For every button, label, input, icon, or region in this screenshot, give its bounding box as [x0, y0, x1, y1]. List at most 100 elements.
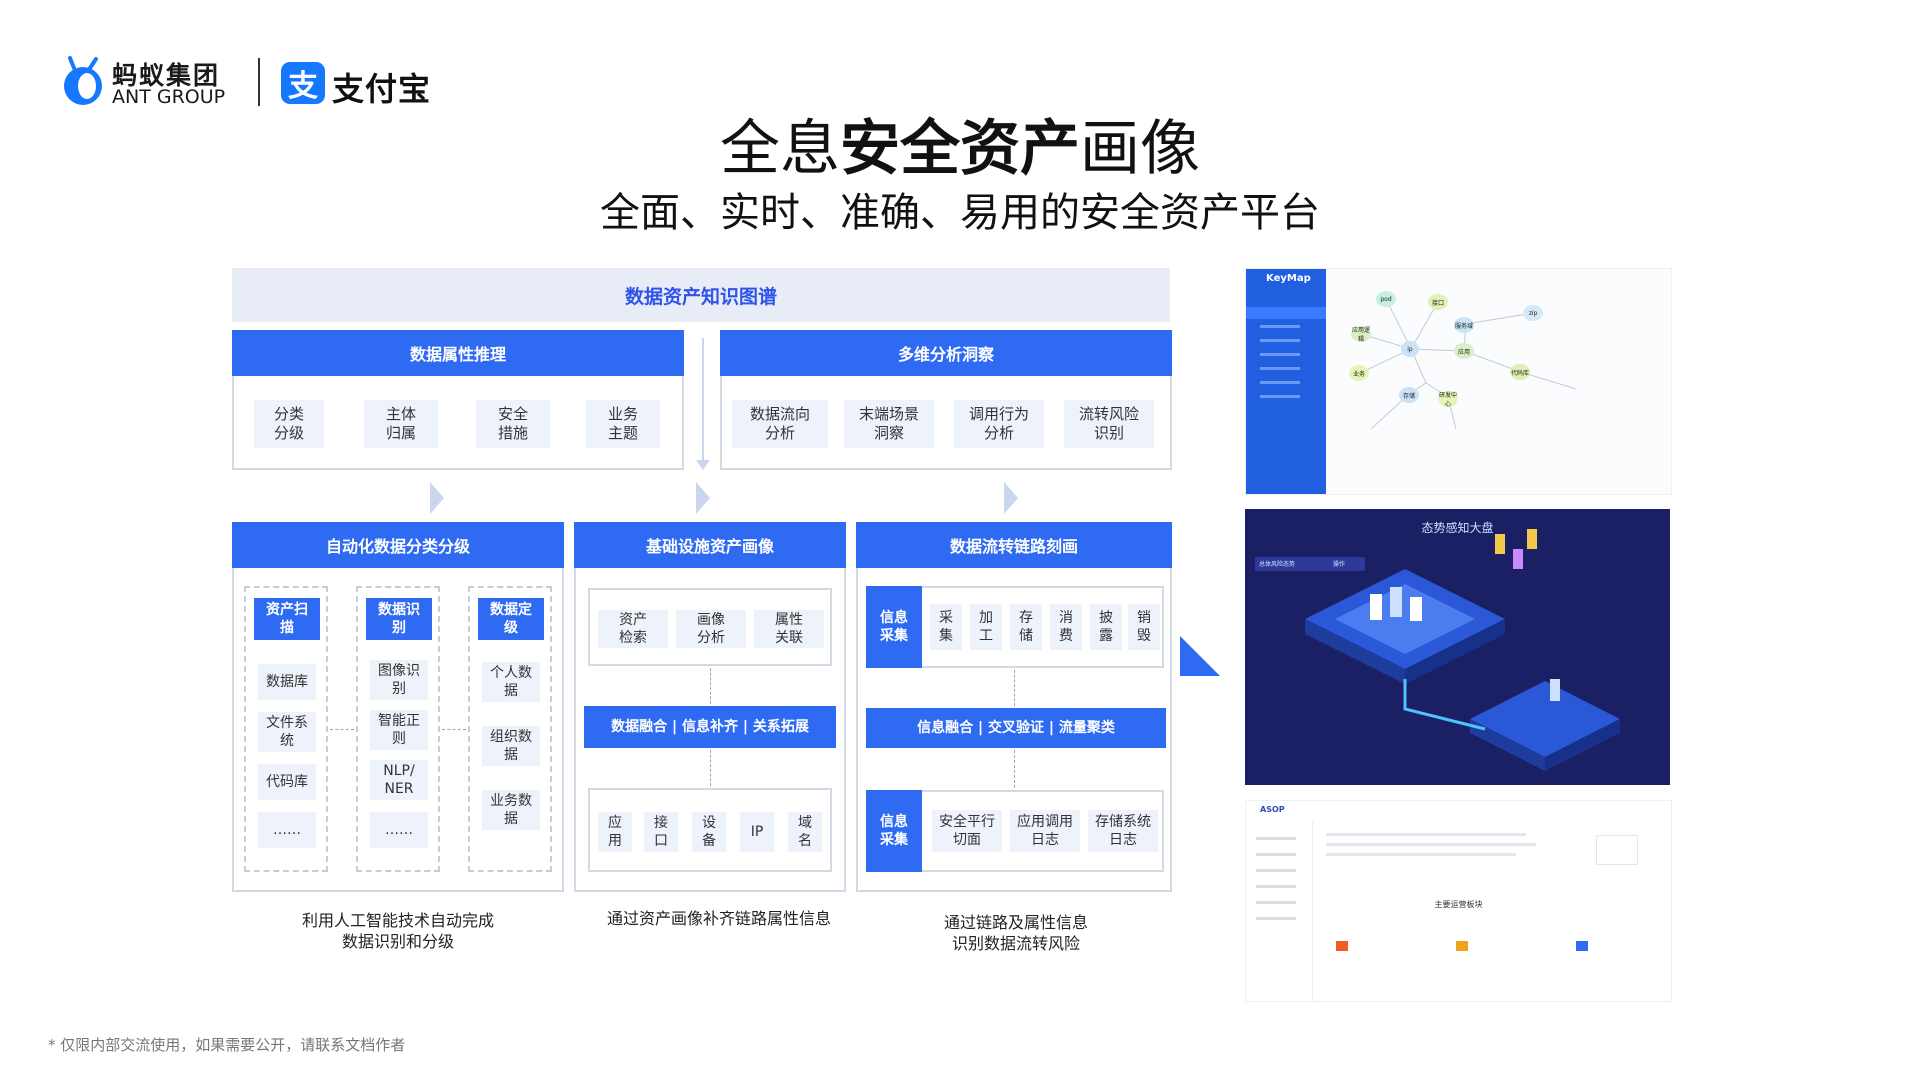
inference-item: 主体 归属: [364, 400, 438, 448]
scan-item: 文件系 统: [258, 712, 316, 752]
identify-item: ……: [370, 812, 428, 848]
inference-item: 安全 措施: [476, 400, 550, 448]
graph-node: pod: [1376, 291, 1396, 307]
ant-group-en: ANT GROUP: [112, 86, 226, 108]
inference-box: 数据属性推理 分类 分级 主体 归属 安全 措施 业务 主题: [232, 330, 684, 470]
asop-screenshot: ASOP 主要运营板块: [1245, 800, 1672, 1002]
down-arrow: [702, 338, 704, 462]
keymap-sidebar-line: [1260, 325, 1300, 328]
footnote: * 仅限内部交流使用，如果需要公开，请联系文档作者: [48, 1036, 406, 1054]
keymap-sidebar-line: [1260, 381, 1300, 384]
infra-top-item: 画像 分析: [676, 610, 746, 648]
asop-intro-image: [1596, 835, 1638, 865]
keymap-sidebar-active: [1246, 307, 1326, 319]
classification-box: 自动化数据分类分级 资产扫 描 数据库 文件系 统 代码库 …… 数据识 别 图…: [232, 522, 564, 892]
graph-node: ip: [1401, 341, 1419, 357]
scan-item: 代码库: [258, 764, 316, 800]
flow-title: 数据流转链路刻画: [856, 522, 1172, 568]
scan-item: 数据库: [258, 664, 316, 700]
alipay-logo-icon: 支: [281, 62, 325, 104]
flow-caption: 通过链路及属性信息 识别数据流转风险: [943, 913, 1088, 953]
insight-box: 多维分析洞察 数据流向 分析 末端场景 洞察 调用行为 分析 流转风险 识别: [720, 330, 1172, 470]
keymap-sidebar-line: [1260, 367, 1300, 370]
flow-step: 加 工: [970, 604, 1002, 650]
flow-collect-label-2: 信息 采集: [866, 790, 922, 872]
flow-step: 存 储: [1010, 604, 1042, 650]
infra-top-item: 属性 关联: [754, 610, 824, 648]
page-title: 全息安全资产画像: [720, 114, 1200, 184]
asop-intro-line: [1326, 843, 1536, 846]
infra-bottom-item: 应 用: [598, 812, 632, 852]
grading-item: 组织数 据: [482, 726, 540, 766]
dashboard-screenshot: 态势感知大盘 总体风险态势 操作: [1245, 509, 1670, 785]
asop-sidebar-line: [1256, 901, 1296, 904]
dashboard-tab-bar: [1255, 557, 1365, 571]
dashboard-tab: 总体风险态势: [1259, 561, 1296, 568]
inference-title: 数据属性推理: [232, 330, 684, 376]
grading-head: 数据定 级: [478, 598, 544, 640]
asop-card-icon: [1336, 941, 1348, 951]
graph-node: 业务: [1349, 365, 1369, 381]
scan-column: [244, 586, 328, 872]
infra-bottom-item: 设 备: [692, 812, 726, 852]
page-subtitle: 全面、实时、准确、易用的安全资产平台: [600, 190, 1320, 236]
chevron-down-icon: [696, 482, 710, 514]
flow-connector: [1014, 750, 1015, 788]
graph-node: 接口: [1428, 294, 1448, 310]
alipay-logo-text: 支付宝: [332, 70, 432, 108]
inference-item: 分类 分级: [254, 400, 324, 448]
keymap-sidebar-line: [1260, 395, 1300, 398]
asop-sidebar: [1246, 821, 1313, 1001]
flow-collect-label: 信息 采集: [866, 586, 922, 668]
grading-item: 业务数 据: [482, 790, 540, 830]
infra-band: 数据融合 | 信息补齐 | 关系拓展: [584, 706, 836, 748]
flow-box: 数据流转链路刻画 信息 采集 采 集 加 工 存 储 消 费 披 露 销 毁 信…: [856, 522, 1172, 892]
infra-title: 基础设施资产画像: [574, 522, 846, 568]
column-connector: [330, 729, 354, 730]
knowledge-graph-bar: 数据资产知识图谱: [232, 268, 1170, 322]
insight-item: 流转风险 识别: [1064, 400, 1154, 448]
insight-item: 末端场景 洞察: [844, 400, 934, 448]
flow-step: 披 露: [1090, 604, 1122, 650]
chevron-down-icon: [1004, 482, 1018, 514]
scan-item: ……: [258, 812, 316, 848]
graph-node: 应用: [1454, 343, 1474, 359]
graph-node: 应用逻辑: [1351, 326, 1371, 343]
asop-sidebar-line: [1256, 885, 1296, 888]
identify-head: 数据识 别: [366, 598, 432, 640]
ant-group-cn: 蚂蚁集团: [112, 61, 221, 90]
asop-heading: 主要运营板块: [1434, 900, 1483, 909]
keymap-sidebar-line: [1260, 339, 1300, 342]
keymap-sidebar-line: [1260, 353, 1300, 356]
infra-bottom-item: 接 口: [644, 812, 678, 852]
asop-card-icon: [1456, 941, 1468, 951]
infra-top-item: 资产 检索: [598, 610, 668, 648]
chevron-down-icon: [430, 482, 444, 514]
identify-item: NLP/ NER: [370, 760, 428, 800]
pointer-triangle-icon: [1180, 636, 1220, 676]
identify-item: 智能正 则: [370, 710, 428, 750]
infra-connector: [710, 668, 711, 704]
classification-title: 自动化数据分类分级: [232, 522, 564, 568]
asop-card-icon: [1576, 941, 1588, 951]
asop-sidebar-line: [1256, 853, 1296, 856]
scan-head: 资产扫 描: [254, 598, 320, 640]
flow-source: 存储系统 日志: [1088, 810, 1158, 852]
graph-node: zip: [1523, 305, 1543, 321]
graph-node: 存储: [1399, 387, 1419, 403]
asop-sidebar-line: [1256, 869, 1296, 872]
keymap-screenshot: KeyMap pod 接口 服务域 应用逻辑 ip 应用 zip 业务 代码库 …: [1245, 268, 1672, 495]
infra-top-frame: [588, 588, 832, 666]
dashboard-title: 态势感知大盘: [1421, 521, 1494, 535]
inference-item: 业务 主题: [586, 400, 660, 448]
isometric-platform-illustration: [1305, 529, 1620, 771]
down-arrow-head: [696, 460, 710, 470]
infra-bottom-item: 域 名: [788, 812, 822, 852]
asop-logo: ASOP: [1260, 805, 1285, 814]
asop-intro-line: [1326, 833, 1526, 836]
graph-node: 服务域: [1454, 317, 1474, 333]
flow-source: 安全平行 切面: [932, 810, 1002, 852]
infra-box: 基础设施资产画像 资产 检索 画像 分析 属性 关联 数据融合 | 信息补齐 |…: [574, 522, 846, 892]
classification-caption: 利用人工智能技术自动完成 数据识别和分级: [301, 911, 494, 951]
infra-bottom-item: IP: [740, 812, 774, 852]
